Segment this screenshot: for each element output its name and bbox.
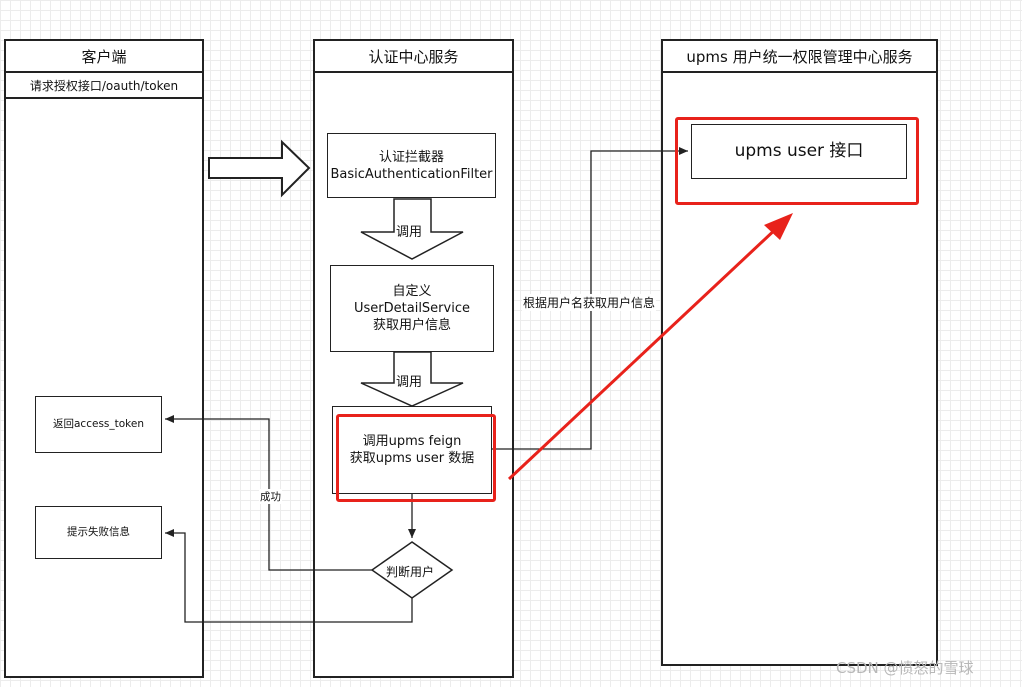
user-detail-line2: UserDetailService — [354, 301, 470, 316]
upms-user-interface-node: upms user 接口 — [691, 124, 907, 179]
auth-filter-title: 认证拦截器 — [378, 149, 444, 165]
success-label: 成功 — [259, 489, 282, 504]
upms-lane-title: upms 用户统一权限管理中心服务 — [663, 41, 936, 73]
feign-node: 调用upms feign 获取upms user 数据 — [332, 406, 492, 494]
auth-filter-class: BasicAuthenticationFilter — [330, 166, 493, 182]
feign-highlight-frame — [336, 414, 496, 502]
judge-label: 判断用户 — [386, 565, 435, 579]
call-label-2: 调用 — [395, 371, 424, 390]
highlight-arrow-line — [507, 224, 781, 481]
request-block-arrow — [208, 139, 311, 198]
user-detail-line1: 自定义 — [392, 284, 432, 299]
client-lane: 客户端 请求授权接口/oauth/token — [4, 39, 204, 678]
fail-edge — [165, 529, 413, 623]
by-username-label: 根据用户名获取用户信息 — [522, 294, 657, 311]
client-lane-title: 客户端 — [6, 41, 202, 73]
client-lane-subtitle: 请求授权接口/oauth/token — [6, 73, 202, 99]
auth-filter-node: 认证拦截器 BasicAuthenticationFilter — [327, 133, 496, 198]
csdn-watermark: CSDN @愤怒的雪球 — [836, 659, 974, 677]
auth-lane-title: 认证中心服务 — [315, 41, 512, 73]
return-token-node: 返回access_token — [35, 396, 162, 453]
feign-line2: 获取upms user 数据 — [349, 451, 475, 466]
user-detail-line3: 获取用户信息 — [372, 318, 451, 333]
highlight-arrow-head — [764, 213, 793, 240]
feign-line1: 调用upms feign — [362, 434, 462, 449]
fail-info-node: 提示失败信息 — [35, 506, 162, 559]
upms-highlight-frame — [675, 117, 919, 205]
user-detail-service-node: 自定义 UserDetailService 获取用户信息 — [330, 265, 494, 352]
judge-diamond — [370, 541, 454, 599]
call-label-1: 调用 — [395, 221, 424, 240]
